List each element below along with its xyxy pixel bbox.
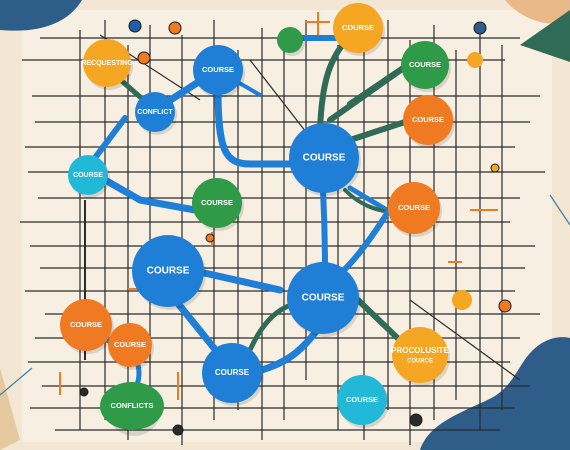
course-node[interactable]: COURSE: [337, 375, 389, 428]
connector-edge: [96, 173, 199, 214]
course-node[interactable]: COURSE: [132, 235, 206, 310]
node-label: COURSE: [201, 198, 233, 207]
node-label: COURSE: [215, 368, 250, 377]
course-node[interactable]: COURSE: [192, 178, 244, 231]
node-label: COURSE: [114, 340, 146, 349]
marker-dot: [128, 19, 142, 33]
node-circle: [193, 45, 243, 95]
node-label: COURSE: [346, 395, 378, 404]
node-circle: [135, 92, 175, 132]
connector-edge: [214, 86, 294, 168]
course-node[interactable]: COURSE: [202, 343, 264, 406]
node-label: RECQUESTING: [81, 60, 133, 67]
connector-edge: [327, 59, 415, 123]
course-node[interactable]: RECQUESTING: [81, 39, 133, 90]
course-node[interactable]: [277, 27, 305, 56]
marker-dot: [490, 163, 500, 173]
node-circle: [192, 178, 242, 228]
grid-line: [0, 367, 33, 396]
marker-dot: [137, 51, 151, 65]
node-label: COURSE: [302, 293, 345, 304]
node-circle: [108, 323, 152, 367]
connector-edge: [347, 119, 408, 143]
node-circle: [337, 375, 387, 425]
course-node[interactable]: COURSE: [60, 299, 114, 354]
connector-edge: [339, 209, 391, 275]
node-label: CONFLICT: [137, 109, 173, 116]
node-circle: [60, 299, 112, 351]
node-sublabel: COURCE: [407, 359, 433, 365]
grid-line: [549, 194, 570, 226]
course-node[interactable]: COURSE: [388, 182, 442, 237]
course-node[interactable]: COURSE: [403, 95, 455, 148]
node-circle: [68, 155, 108, 195]
node-circle: [333, 3, 383, 53]
node-circle: [100, 382, 164, 430]
connector-edge: [320, 187, 328, 273]
marker-dot: [473, 21, 487, 35]
course-node[interactable]: COURSE: [401, 41, 451, 92]
corner-triangle-top-right: [520, 10, 570, 62]
course-node[interactable]: COURSE: [68, 155, 110, 198]
node-circle: [202, 343, 262, 403]
node-circle: [287, 262, 359, 334]
course-node[interactable]: COURSE: [289, 123, 361, 196]
node-circle: [289, 123, 359, 193]
marker-dot: [205, 233, 215, 243]
node-label: COURSE: [303, 153, 346, 164]
marker-dot: [452, 290, 472, 310]
node-circle: [277, 27, 303, 53]
corner-blob-top-right: [505, 0, 570, 24]
grid-line: [409, 299, 521, 381]
node-label: COURSE: [202, 65, 234, 74]
course-node[interactable]: COURSE: [333, 3, 385, 56]
node-label: COURSE: [409, 60, 441, 69]
marker-dot: [498, 299, 512, 313]
marker-dot: [79, 387, 89, 397]
node-label: PROCOLUSITE: [391, 346, 449, 355]
course-node[interactable]: CONFLICTS: [100, 382, 164, 436]
marker-dot: [409, 413, 423, 427]
course-node[interactable]: PROCOLUSITE COURCE: [391, 327, 450, 386]
node-circle: [401, 41, 449, 89]
node-label: CONFLICTS: [111, 401, 154, 410]
course-node[interactable]: COURSE: [108, 323, 154, 370]
corner-blob-bottom-right: [420, 337, 570, 450]
corner-shape-bottom-left: [0, 368, 20, 450]
node-label: COURSE: [342, 23, 374, 32]
node-label: COURSE: [70, 320, 102, 329]
marker-dot: [172, 424, 184, 436]
course-node[interactable]: COURSE: [287, 262, 361, 337]
node-circle: [392, 327, 448, 383]
node-circle: [403, 95, 453, 145]
connector-edge: [347, 185, 393, 215]
node-label: COURSE: [398, 203, 430, 212]
node-label: COURSE: [73, 172, 103, 179]
marker-dot: [467, 52, 483, 68]
node-circle: [83, 39, 131, 87]
course-node[interactable]: CONFLICT: [135, 92, 177, 135]
node-label: COURSE: [147, 266, 190, 277]
course-nodes: RECQUESTING COURSE CONFLICT COURSE COURSE COU…: [60, 3, 455, 436]
marker-dot: [168, 21, 182, 35]
node-circle: [132, 235, 204, 307]
node-label: COURSE: [412, 115, 444, 124]
course-node[interactable]: COURSE: [193, 45, 245, 98]
node-circle: [388, 182, 440, 234]
corner-blob-top-left: [0, 0, 82, 31]
